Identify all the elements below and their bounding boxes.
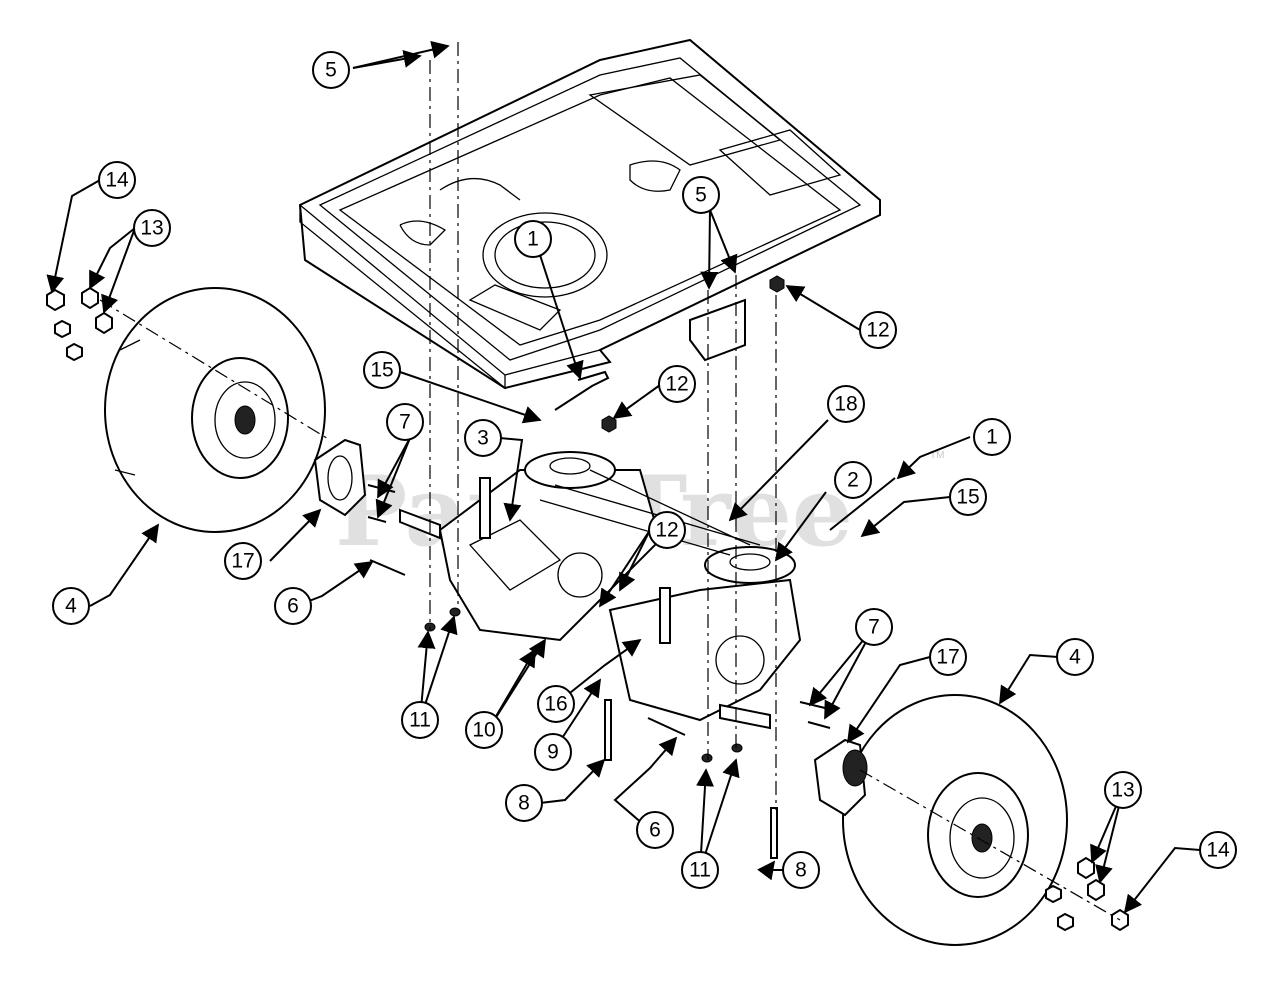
callout-13-left[interactable]: 13: [133, 209, 171, 247]
callout-5-right[interactable]: 5: [682, 176, 720, 214]
transmission-assembly: [399, 451, 802, 730]
callout-2[interactable]: 2: [834, 461, 872, 499]
callout-12-right[interactable]: 12: [859, 311, 897, 349]
callout-1-right[interactable]: 1: [973, 418, 1011, 456]
svg-text:9: 9: [547, 741, 559, 764]
frame-chassis: [298, 38, 881, 390]
callout-13-right[interactable]: 13: [1104, 771, 1142, 809]
callout-8-left[interactable]: 8: [505, 784, 543, 822]
svg-text:14: 14: [1206, 839, 1230, 862]
callout-14-left[interactable]: 14: [98, 161, 136, 199]
callout-4-left[interactable]: 4: [52, 587, 90, 625]
callout-7-right[interactable]: 7: [855, 608, 893, 646]
svg-text:18: 18: [834, 393, 857, 416]
svg-text:4: 4: [65, 595, 77, 618]
svg-text:3: 3: [477, 427, 489, 450]
callout-11-right[interactable]: 11: [681, 851, 719, 889]
svg-text:4: 4: [1069, 646, 1081, 669]
svg-text:7: 7: [399, 411, 411, 434]
callout-14-right[interactable]: 14: [1199, 831, 1237, 869]
svg-text:7: 7: [868, 616, 880, 639]
svg-text:15: 15: [370, 359, 393, 382]
svg-text:8: 8: [795, 859, 807, 882]
svg-text:10: 10: [472, 719, 495, 742]
svg-text:14: 14: [105, 169, 129, 192]
callout-15-right[interactable]: 15: [949, 478, 987, 516]
svg-text:17: 17: [231, 550, 254, 573]
callout-11-left[interactable]: 11: [401, 701, 439, 739]
wheel-right: [842, 694, 1068, 946]
svg-text:5: 5: [325, 59, 337, 82]
callout-16[interactable]: 16: [537, 685, 575, 723]
svg-text:11: 11: [409, 709, 431, 732]
callout-12-lower[interactable]: 12: [648, 511, 686, 549]
svg-text:2: 2: [847, 469, 859, 492]
svg-text:1: 1: [527, 228, 539, 251]
callout-10[interactable]: 10: [465, 711, 503, 749]
svg-text:1: 1: [986, 426, 998, 449]
callout-15-left[interactable]: 15: [363, 351, 401, 389]
svg-text:13: 13: [140, 217, 163, 240]
wheel-left: [104, 287, 326, 533]
callout-4-right[interactable]: 4: [1056, 638, 1094, 676]
svg-text:8: 8: [518, 792, 530, 815]
svg-text:6: 6: [649, 819, 661, 842]
svg-text:12: 12: [655, 519, 678, 542]
callout-8-right[interactable]: 8: [782, 851, 820, 889]
callout-17-right[interactable]: 17: [929, 638, 967, 676]
callout-6-right[interactable]: 6: [636, 811, 674, 849]
callout-7-left[interactable]: 7: [386, 403, 424, 441]
callout-18[interactable]: 18: [827, 385, 865, 423]
callout-17-left[interactable]: 17: [224, 542, 262, 580]
svg-text:12: 12: [665, 373, 688, 396]
callout-12-center[interactable]: 12: [658, 365, 696, 403]
svg-text:13: 13: [1111, 779, 1134, 802]
callouts: 5 14 13 1 5 12 15 12 7 3 18 1 2 15 17 4 …: [52, 51, 1237, 889]
svg-text:12: 12: [866, 319, 889, 342]
callout-6-left[interactable]: 6: [274, 587, 312, 625]
callout-9[interactable]: 9: [534, 733, 572, 771]
svg-text:11: 11: [689, 859, 711, 882]
svg-text:16: 16: [544, 693, 567, 716]
callout-3[interactable]: 3: [464, 419, 502, 457]
svg-text:6: 6: [287, 595, 299, 618]
watermark-trademark: TM: [930, 450, 944, 461]
svg-text:15: 15: [956, 486, 979, 509]
hubs: [313, 438, 868, 817]
svg-text:5: 5: [695, 184, 707, 207]
svg-text:17: 17: [936, 646, 959, 669]
callout-5-top[interactable]: 5: [312, 51, 350, 89]
callout-1-center[interactable]: 1: [514, 220, 552, 258]
